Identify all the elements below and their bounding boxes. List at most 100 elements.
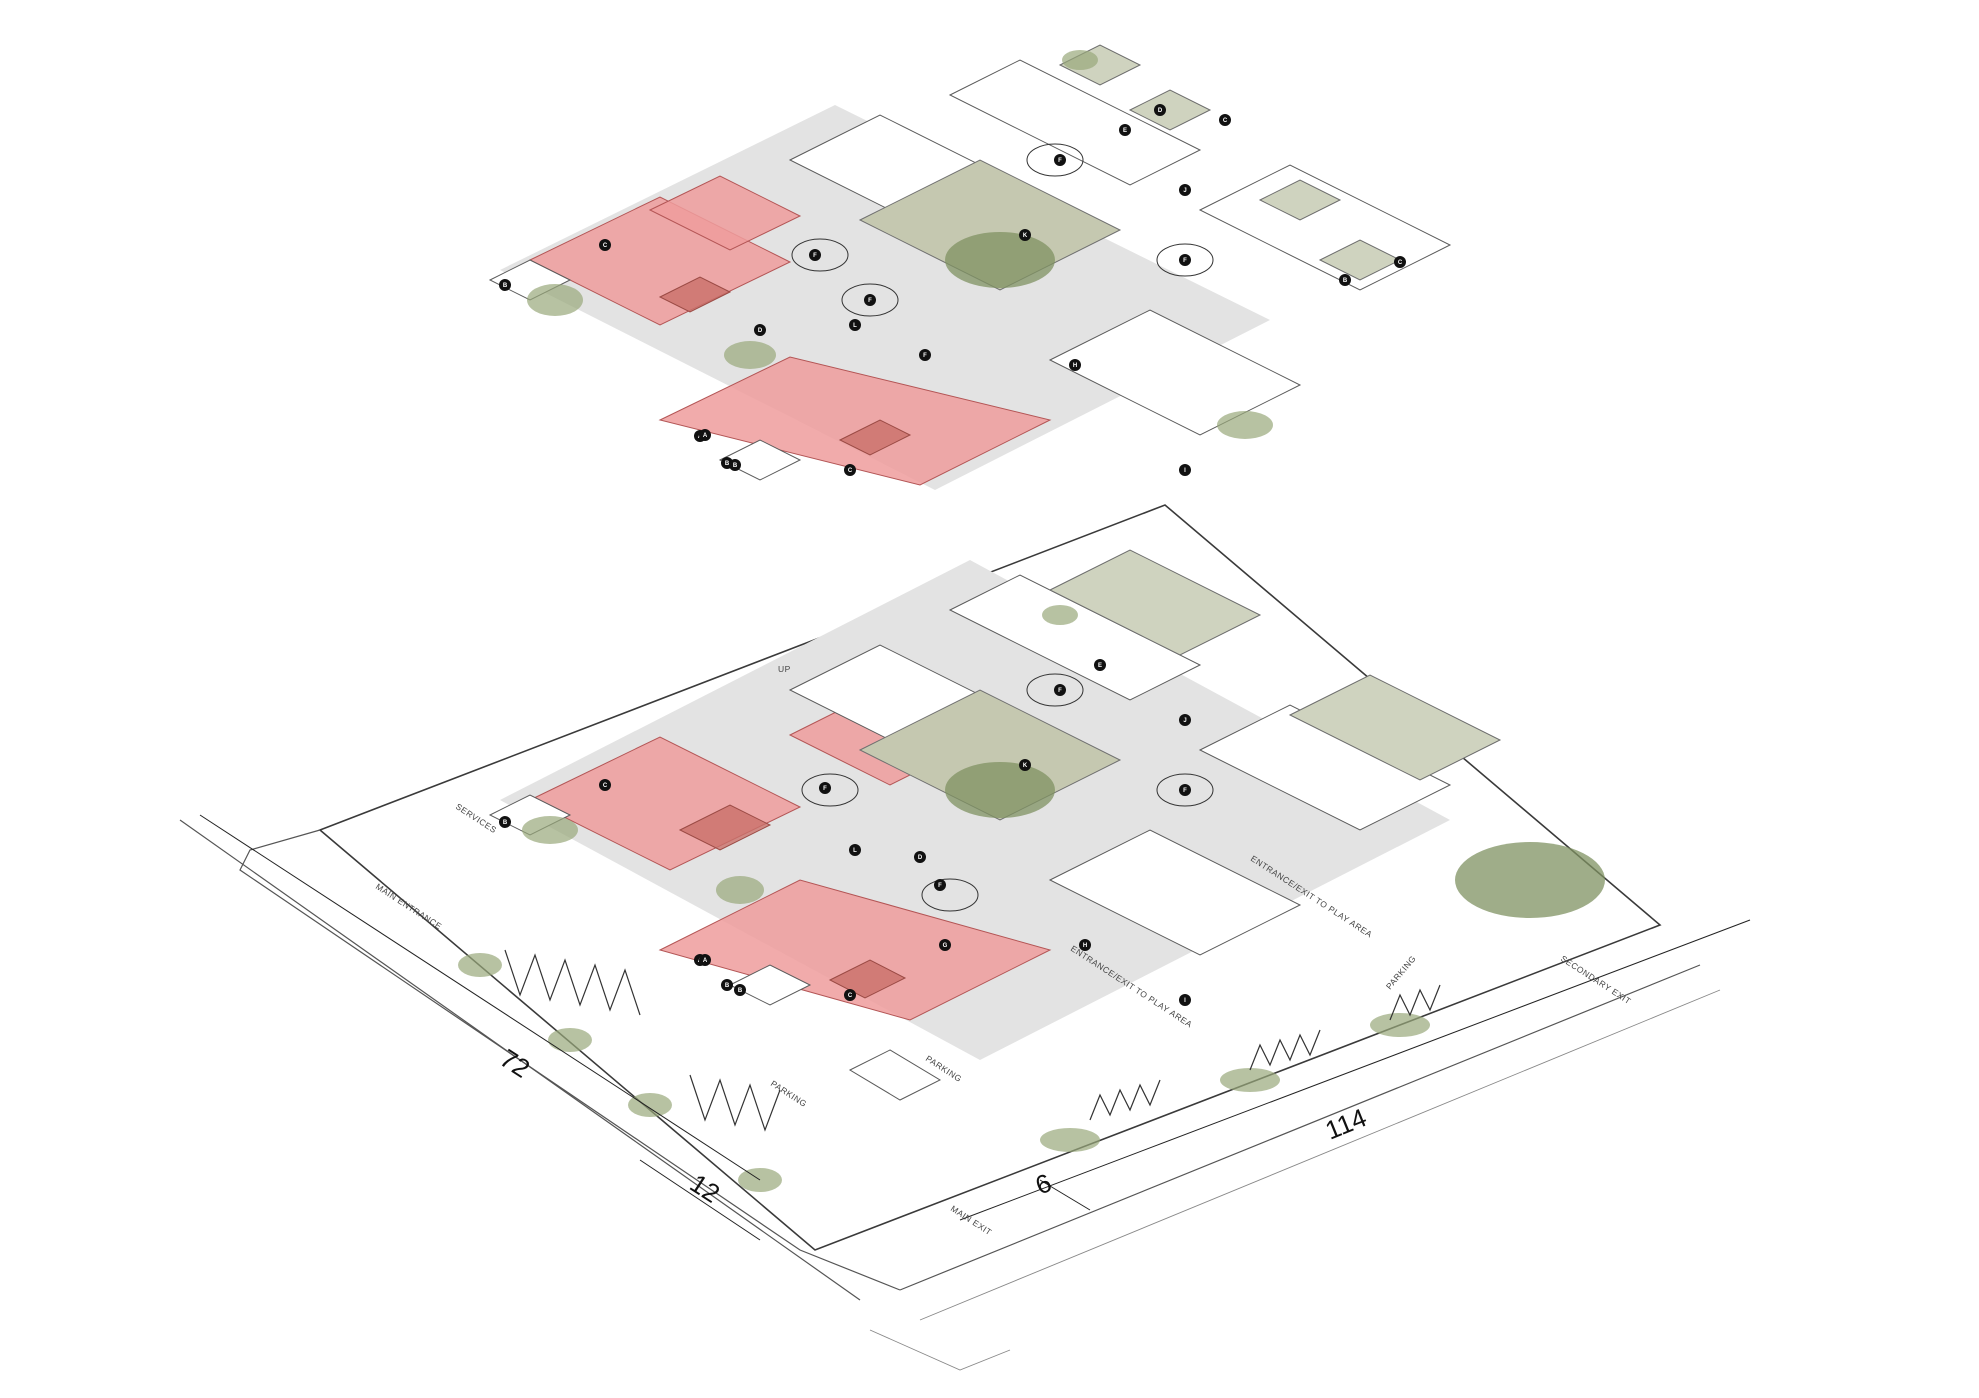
dim-label-6: 6 [1031, 1167, 1056, 1200]
upper-floor-plan [488, 44, 1452, 490]
parking-tree-7 [1370, 1013, 1430, 1037]
upper-marker-dot [499, 279, 511, 291]
lower-marker-label: F [1058, 688, 1062, 694]
lower-red-wing-bottom [658, 879, 1052, 1021]
lower-circle-2 [921, 878, 979, 912]
parking-stalls-right [1089, 984, 1441, 1121]
lower-room-b-bottom [728, 964, 812, 1006]
upper-marker-label: I [1184, 468, 1186, 474]
lower-right-wing-bottom [1198, 704, 1452, 831]
lower-marker-dot [819, 782, 831, 794]
dim-line-6 [1039, 1179, 1091, 1211]
parking-tree-6 [1220, 1068, 1280, 1092]
upper-tree-2 [724, 341, 776, 369]
lower-circle-3 [1026, 673, 1084, 707]
upper-marker-label: D [758, 328, 763, 334]
lower-hall-h [1048, 829, 1302, 956]
upper-marker-dot [849, 319, 861, 331]
upper-marker-label: B [503, 283, 508, 289]
lower-marker-dot [499, 816, 511, 828]
upper-green-room-3 [1258, 179, 1342, 221]
lower-marker-label: C [603, 783, 608, 789]
lower-tree-court [945, 762, 1055, 818]
upper-marker-dot [1179, 254, 1191, 266]
lower-marker-dot [939, 939, 951, 951]
road-left [239, 829, 901, 1291]
upper-marker-label: B [1343, 278, 1348, 284]
upper-tree-court [945, 232, 1055, 288]
road-front [899, 964, 1701, 1291]
upper-marker-label: F [923, 353, 927, 359]
dim-label-72: 72 [495, 1043, 536, 1084]
upper-marker-dot [1019, 229, 1031, 241]
upper-marker-label: L [853, 323, 857, 329]
lower-marker-dot [721, 979, 733, 991]
upper-marker-dot [699, 429, 711, 441]
upper-room-markers: BCBAFFLDFABCKFFJECDCBHI [499, 104, 1406, 476]
upper-marker-dot [1154, 104, 1166, 116]
lower-marker-dot [599, 779, 611, 791]
lower-marker-label: J [1183, 718, 1186, 724]
upper-marker-label: D [1158, 108, 1163, 114]
label-up: UP [778, 664, 791, 674]
lower-tree-3 [1042, 605, 1078, 625]
upper-marker-label: C [848, 468, 853, 474]
upper-marker-label: F [868, 298, 872, 304]
lower-marker-label: E [1098, 663, 1102, 669]
upper-marker-label: B [733, 463, 738, 469]
lower-marker-label: G [943, 943, 948, 949]
upper-tree-3 [1062, 50, 1098, 70]
parking-tree-3 [628, 1093, 672, 1117]
upper-marker-label: J [1183, 188, 1186, 194]
lower-site-plan [179, 504, 1721, 1371]
parking-tree-5 [1040, 1128, 1100, 1152]
upper-red-classroom-top [648, 175, 802, 251]
upper-room-b-bottom [718, 439, 802, 481]
upper-marker-dot [1054, 154, 1066, 166]
upper-red-room-dark-1 [658, 276, 732, 313]
lower-marker-label: B [738, 988, 743, 994]
upper-marker-dot [1339, 274, 1351, 286]
upper-marker-label: F [813, 253, 817, 259]
lower-marker-label: A [703, 958, 708, 964]
upper-marker-dot [844, 464, 856, 476]
lower-marker-dot [699, 954, 711, 966]
upper-marker-dot [919, 349, 931, 361]
upper-marker-label: C [1398, 260, 1403, 266]
lower-tree-1 [522, 816, 578, 844]
upper-tree-1 [527, 284, 583, 316]
lower-marker-dot [914, 851, 926, 863]
lower-marker-label: H [1083, 943, 1087, 949]
lower-marker-dot [1179, 714, 1191, 726]
lower-tree-corner [1455, 842, 1605, 918]
lower-right-wing-top [948, 574, 1202, 701]
upper-red-room-dark-2 [838, 419, 912, 456]
lower-marker-label: I [1184, 998, 1186, 1004]
lower-room-markers: BCBAFDLFABCGKFFJEHI [499, 659, 1191, 1006]
lower-marker-dot [1054, 684, 1066, 696]
upper-marker-dot [729, 459, 741, 471]
lower-marker-label: F [1183, 788, 1187, 794]
dim-label-12: 12 [685, 1168, 726, 1209]
upper-circle-3 [1026, 143, 1084, 177]
upper-marker-label: E [1123, 128, 1127, 134]
lower-marker-label: K [1023, 763, 1028, 769]
upper-circle-4 [1156, 243, 1214, 277]
lower-marker-dot [1079, 939, 1091, 951]
lower-marker-label: L [853, 848, 857, 854]
lower-marker-label: F [823, 786, 827, 792]
lower-marker-dot [1094, 659, 1106, 671]
lower-marker-label: B [503, 820, 508, 826]
upper-red-wing-bottom [658, 356, 1052, 486]
lower-green-area-2 [1288, 674, 1502, 781]
label-secondary-exit: SECONDARY EXIT [1559, 953, 1633, 1006]
upper-marker-label: B [725, 461, 730, 467]
lower-marker-dot [849, 844, 861, 856]
dim-line-12 [639, 1159, 761, 1241]
upper-marker-label: F [1183, 258, 1187, 264]
lower-circle-4 [1156, 773, 1214, 807]
lower-marker-dot [1179, 994, 1191, 1006]
label-main-exit: MAIN EXIT [949, 1203, 994, 1237]
upper-hall-h [1048, 309, 1302, 436]
